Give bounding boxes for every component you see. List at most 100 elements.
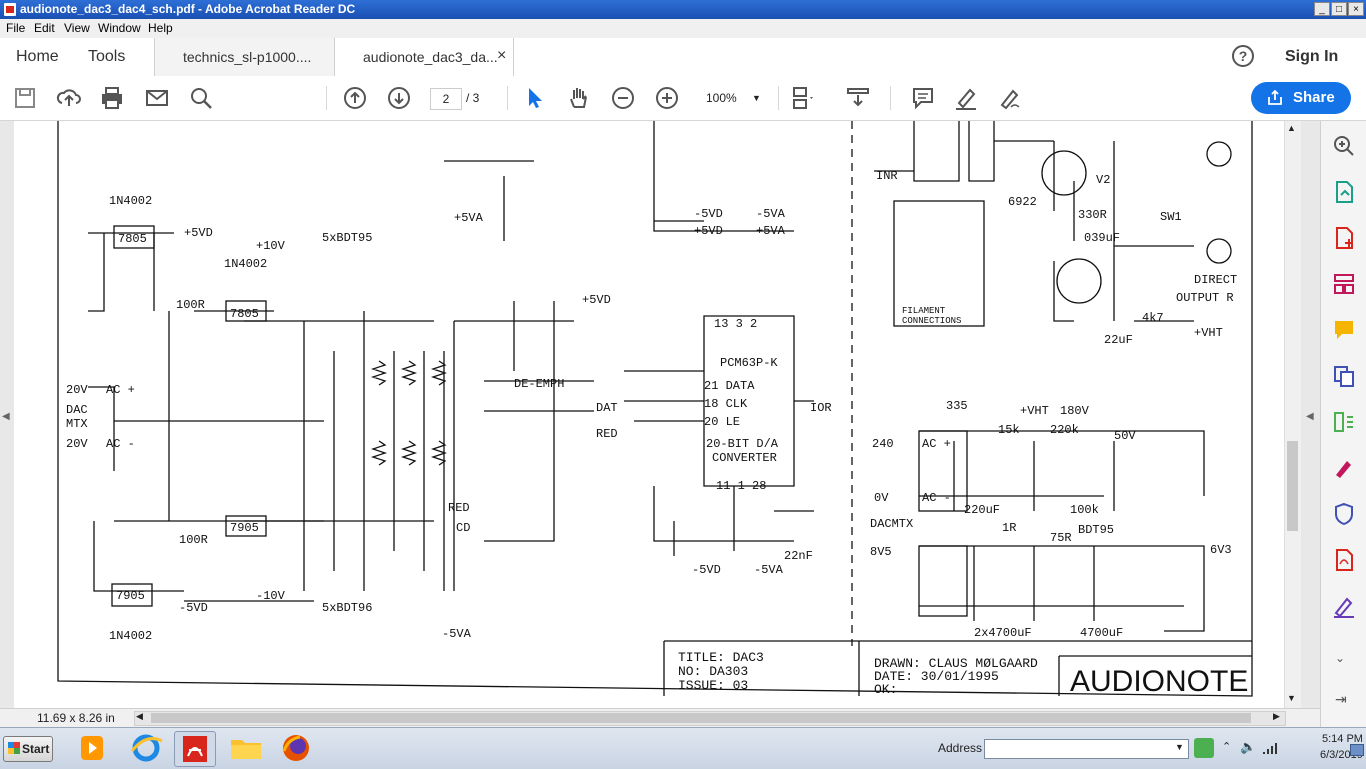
network-signal-icon[interactable] xyxy=(1262,740,1280,756)
menu-view[interactable]: View xyxy=(64,21,90,35)
label-plus5vd-mid: +5VD xyxy=(582,293,611,307)
tab-audionote[interactable]: audionote_dac3_da... × xyxy=(334,38,514,76)
print-icon[interactable] xyxy=(99,85,125,111)
address-dropdown-icon[interactable]: ▼ xyxy=(1175,742,1184,752)
acrobat-taskbar-icon[interactable] xyxy=(174,731,216,767)
previous-page-icon[interactable] xyxy=(342,85,368,111)
status-bar: 11.69 x 8.26 in ◀ ▶ xyxy=(0,708,1320,727)
label-1n4002-top: 1N4002 xyxy=(109,194,152,208)
compress-icon[interactable] xyxy=(1331,409,1357,435)
zoom-in-icon[interactable] xyxy=(654,85,680,111)
help-icon[interactable]: ? xyxy=(1232,45,1254,67)
label-red: RED xyxy=(596,427,618,441)
window-title: audionote_dac3_dac4_sch.pdf - Adobe Acro… xyxy=(20,2,356,16)
menu-edit[interactable]: Edit xyxy=(34,21,55,35)
comment-panel-icon[interactable] xyxy=(1331,317,1357,343)
label-22nf: 22nF xyxy=(784,549,813,563)
document-viewport[interactable]: ◀ xyxy=(0,121,1320,708)
organize-pages-icon[interactable] xyxy=(1331,271,1357,297)
fill-sign-icon[interactable] xyxy=(1331,455,1357,481)
create-pdf-icon[interactable] xyxy=(1331,225,1357,251)
home-link[interactable]: Home xyxy=(16,48,59,65)
comment-icon[interactable] xyxy=(910,85,936,111)
zoom-out-icon[interactable] xyxy=(610,85,636,111)
select-cursor-icon[interactable] xyxy=(522,85,548,111)
scroll-mode-icon[interactable] xyxy=(845,85,871,111)
right-panel-toggle-icon[interactable]: ◀ xyxy=(1306,411,1314,422)
horizontal-scroll-thumb[interactable] xyxy=(151,713,1251,723)
label-1n4002-bottom: 1N4002 xyxy=(109,629,152,643)
label-330r-r: 330R xyxy=(1078,208,1107,222)
tools-link[interactable]: Tools xyxy=(88,48,126,65)
label-converter: CONVERTER xyxy=(712,451,777,465)
vertical-scrollbar[interactable]: ▲ ▼ xyxy=(1284,121,1301,708)
menu-file[interactable]: File xyxy=(6,21,26,35)
label-335: 335 xyxy=(946,399,968,413)
sign-in-link[interactable]: Sign In xyxy=(1285,48,1339,65)
share-button[interactable]: Share xyxy=(1251,82,1351,114)
highlight-pen-icon[interactable] xyxy=(953,85,979,111)
panel-expand-chevron-icon[interactable]: ⌄ xyxy=(1335,651,1346,665)
media-player-icon[interactable] xyxy=(72,731,112,765)
pdf-file-icon[interactable] xyxy=(1331,547,1357,573)
title-block-issue: ISSUE: 03 xyxy=(678,678,748,693)
label-plus5va-mid: +5VA xyxy=(756,224,786,238)
label-7805-b: 7805 xyxy=(230,307,259,321)
volume-icon[interactable]: 🔈 xyxy=(1240,739,1257,754)
label-pin-clk: 18 CLK xyxy=(704,397,748,411)
window-title-bar: audionote_dac3_dac4_sch.pdf - Adobe Acro… xyxy=(0,0,1366,19)
start-button[interactable]: Start xyxy=(3,736,53,762)
schematic-drawing: 1N4002 +5VD 7805 100R 20V AC + DAC MTX A… xyxy=(57,121,1253,698)
tab-close-icon[interactable]: × xyxy=(497,47,507,64)
share-icon xyxy=(1268,90,1282,105)
page-number-input[interactable]: 2 xyxy=(430,88,462,110)
title-block-title: TITLE: DAC3 xyxy=(678,650,764,665)
scroll-right-icon[interactable]: ▶ xyxy=(1273,711,1280,721)
maximize-button[interactable]: □ xyxy=(1331,2,1347,16)
internet-explorer-icon[interactable] xyxy=(126,731,166,765)
horizontal-scrollbar[interactable]: ◀ ▶ xyxy=(134,711,1286,726)
left-panel-toggle-icon[interactable]: ◀ xyxy=(2,411,10,422)
label-20bit-dac: 20-BIT D/A xyxy=(706,437,779,451)
save-icon[interactable] xyxy=(12,85,38,111)
scroll-down-icon[interactable]: ▼ xyxy=(1287,693,1296,703)
scroll-up-icon[interactable]: ▲ xyxy=(1287,123,1296,133)
scroll-thumb[interactable] xyxy=(1287,441,1298,531)
label-5xbdt95: 5xBDT95 xyxy=(322,231,372,245)
panel-collapse-arrow-icon[interactable]: ⇥ xyxy=(1335,691,1347,707)
mail-icon[interactable] xyxy=(144,85,170,111)
export-pdf-icon[interactable] xyxy=(1331,179,1357,205)
tray-expand-icon[interactable]: ⌃ xyxy=(1222,741,1232,753)
address-input[interactable]: ▼ xyxy=(984,739,1189,759)
menu-help[interactable]: Help xyxy=(148,21,173,35)
search-icon[interactable] xyxy=(188,85,214,111)
go-refresh-icon[interactable] xyxy=(1194,738,1214,758)
page-layout-icon[interactable] xyxy=(790,85,816,111)
zoom-search-icon[interactable] xyxy=(1331,133,1357,159)
label-6922: 6922 xyxy=(1008,195,1037,209)
signature-icon[interactable] xyxy=(1331,593,1357,619)
label-13-3-2: 13 3 2 xyxy=(714,317,757,331)
toolbar-separator xyxy=(326,86,327,110)
zoom-select[interactable]: 100% ▼ xyxy=(696,88,768,108)
protect-shield-icon[interactable] xyxy=(1331,501,1357,527)
combine-files-icon[interactable] xyxy=(1331,363,1357,389)
label-220uf-r: 220uF xyxy=(964,503,1000,517)
label-8v5: 8V5 xyxy=(870,545,892,559)
label-minus5va: -5VA xyxy=(442,627,472,641)
hand-tool-icon[interactable] xyxy=(566,85,592,111)
next-page-icon[interactable] xyxy=(386,85,412,111)
close-window-button[interactable]: × xyxy=(1348,2,1364,16)
file-explorer-icon[interactable] xyxy=(226,731,266,765)
sign-pen-icon[interactable] xyxy=(997,85,1023,111)
scroll-left-icon[interactable]: ◀ xyxy=(136,711,143,721)
minimize-button[interactable]: _ xyxy=(1314,2,1330,16)
title-block-date: DATE: 30/01/1995 xyxy=(874,669,999,684)
tab-technics[interactable]: technics_sl-p1000.... xyxy=(154,38,334,76)
upload-cloud-icon[interactable] xyxy=(56,85,82,111)
show-desktop-icon[interactable] xyxy=(1350,744,1364,756)
label-filament: FILAMENT xyxy=(902,306,946,316)
menu-window[interactable]: Window xyxy=(98,21,141,35)
firefox-icon[interactable] xyxy=(276,731,316,765)
label-7905-b: 7905 xyxy=(116,589,145,603)
